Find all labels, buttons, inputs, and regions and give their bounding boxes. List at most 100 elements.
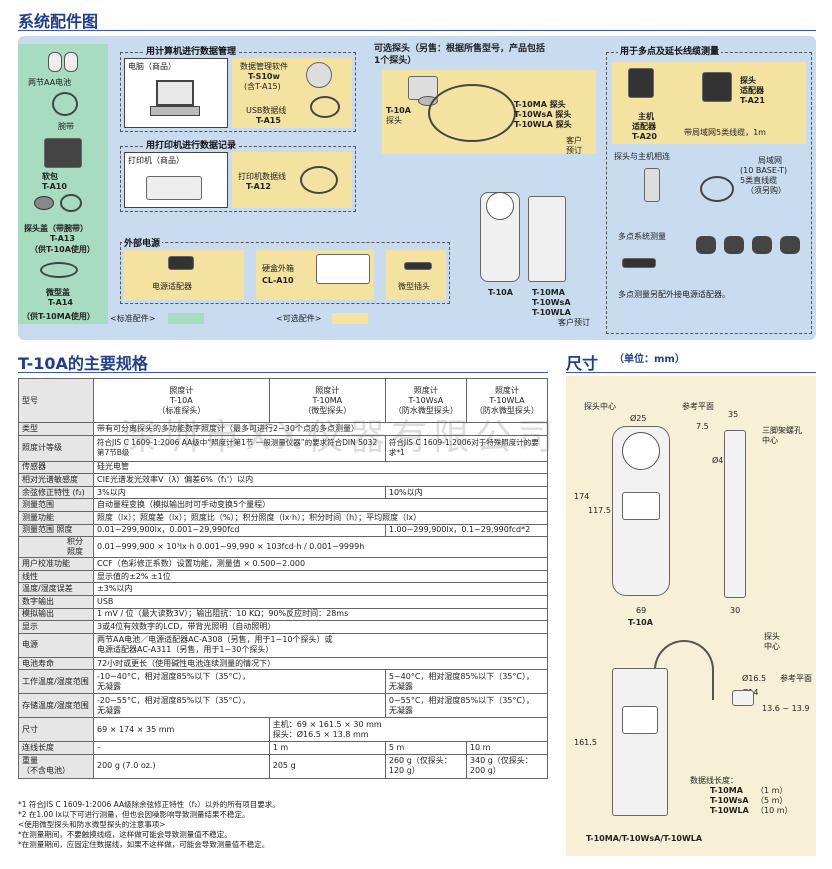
spec-row: 线性显示值的±2% ±1位 [18,569,548,584]
spec-key: 相对光谱敏感度 [18,473,94,487]
legend-standard-label: <标准配件> [110,314,156,323]
spec-key: 存储温度/湿度范围 [18,693,94,719]
strap-label: 腕带 [58,122,74,131]
unit-t10ma: T-10MA [532,288,565,297]
spec-value-2: 0~55°C，相对湿度85%以下（35°C），无凝露 [384,693,549,719]
lan-cable-note: 带局域网5类线缆，1m [684,128,766,137]
custom-order-label: 客户预订 [558,318,590,327]
spec-value: 自动量程变换（模拟输出时可手动变换5个量程） [93,498,548,512]
spec-key: 工作温度/湿度范围 [18,669,94,695]
w3b: 120 g） [388,766,420,776]
spec-value: – [93,741,270,755]
dim-probe-center-2: 探头 [764,632,780,641]
dim-cable-len: 数据线长度： [690,776,738,785]
spec-value-4: 340 g（仅探头：200 g） [465,753,549,779]
dim-w69: 69 [636,606,647,615]
dimensions-panel [566,376,816,856]
pc-section-title: 用计算机进行数据管理 [144,44,239,57]
spec-value-2: 1 m [268,741,386,755]
col4-l3: （防水微型探头） [474,405,539,415]
micro-cap-label: 微型盖 [46,288,70,297]
legend-optional-swatch [332,313,368,324]
main-adapter-icon [628,68,654,98]
dim-h174: 174 [574,492,590,501]
col2-l1: 照度计 [315,385,340,395]
multi-section-title: 用于多点及延长线缆测量 [618,44,722,57]
unit-t10wla: T-10WLA [532,308,571,317]
legend-optional-label: <可选配件> [276,314,322,323]
spec-value: 200 g (7.0 oz.) [93,753,270,779]
dim-probe-center: 探头中心 [584,402,616,411]
power-section-box [120,242,450,304]
adapter-icon [168,256,194,270]
adapter-label: 电源适配器 [152,282,192,291]
spec-value: 符合JIS C 1609-1:2006 AA级中“照度计第1节 一般测量仪器”的… [93,434,386,462]
spec-key: 积分照度 [18,536,94,559]
dim-c3: T-10WLA [710,806,749,815]
lan-cable-icon [700,176,734,202]
dim-tripod: 三脚架螺孔 [762,426,802,435]
spec-row: 电源两节AA电池／电源适配器AC-A308（另售，用于1~10个探头）或电源适配… [18,632,548,658]
dim-line-2: 探头：Ø16.5 × 13.8 mm [272,729,369,739]
power-line-2: 电源适配器AC-A311（另售，用于1~30个探头） [97,645,274,655]
weight-key-2: （不含电池） [22,766,70,776]
probe-t10a-sub: 探头 [386,116,402,125]
spec-value: 照度（lx）；照度差（lx）；照度比（%）；积分照度（lx·h）；积分时间（h）… [93,510,548,525]
usb-code: T-A15 [256,116,281,125]
probes-section-title-2: 1个探头） [374,56,417,66]
spec-row: 照度计等级符合JIS C 1609-1:2006 AA级中“照度计第1节 一般测… [18,434,549,462]
op-temp-4: 无凝露 [388,681,413,691]
spec-value-2: 10%以内 [384,485,549,500]
spec-key: 连线长度 [18,741,94,755]
multipoint-probes-icon [696,236,800,276]
soft-case-code: T-A10 [42,182,67,191]
hard-case-icon [316,254,370,284]
spec-value: 69 × 174 × 35 mm [93,717,270,743]
spec-value: -20~55°C，相对湿度85%以下（35°C），无凝露 [93,693,386,719]
note-4: *在测量期间，不要触摸线缆，这样做可能会导致测量值不稳定。 [18,830,232,839]
laptop-icon [150,80,200,120]
probe-t10ma: T-10MA 探头 [514,100,566,109]
dim-model-a: T-10A [628,618,653,627]
printer-cable-label: 打印机数据线 [238,172,286,181]
w3a: 260 g（仅探头： [388,756,452,766]
micro-cap-icon [40,262,78,278]
spec-key: 显示 [18,620,94,634]
spec-value: 0.01~999,900 × 10³lx·h 0.001~99,990 × 10… [93,536,548,559]
dim-c2v: （5 m） [756,796,788,805]
micro-probe-drawing [732,690,754,706]
spec-row: 传感器硅光电管 [18,460,548,475]
note-1: *1 符合JIS C 1609-1:2006 AA级除余弦修正特性（f₂）以外的… [18,800,280,809]
micro-cap-note: （供T-10MA使用） [22,312,95,321]
st-temp-2: 无凝露 [97,705,121,715]
probe-cap-strap-icon [60,194,82,212]
spec-key: 数字输出 [18,594,94,609]
st-temp-3: 0~55°C，相对湿度85%以下（35°C）， [388,695,534,705]
software-note: (含T-A15) [244,82,281,91]
spec-header-model: 型号 [18,378,94,423]
lan-label-4: （须另购） [746,186,786,195]
spec-key: 模拟输出 [18,607,94,622]
spec-value: 1 mV / 位（最大读数3V）；输出阻抗：10 KΩ；90%反应时间：28ms [93,607,548,622]
system-title: 系统配件图 [18,12,99,31]
spec-value-3: 260 g（仅探头：120 g） [384,753,467,779]
probe-t10a-label: T-10A [386,106,411,115]
spec-value-2: 1.00~299,900lx，0.1~29,990fcd*2 [384,523,549,538]
note-2: *2 在1.00 lx以下可进行测量，但也会因噪影响导致测量结果不稳定。 [18,810,250,819]
specs-title: T-10A的主要规格 [18,354,148,373]
probe-adapter-label-2: 适配器 [740,86,764,95]
spec-key: 照度计等级 [18,434,94,462]
spec-value: CIE光谱发光效率V（λ）偏差6%（f₁'）以内 [93,473,548,487]
dimensions-title: 尺寸 [566,354,599,373]
spec-value: CCF（色彩修正系数）设置功能，测量值 × 0.500~2.000 [93,557,548,571]
battery-icon [48,52,82,72]
multipoint-label: 多点系统测量 [618,232,666,241]
